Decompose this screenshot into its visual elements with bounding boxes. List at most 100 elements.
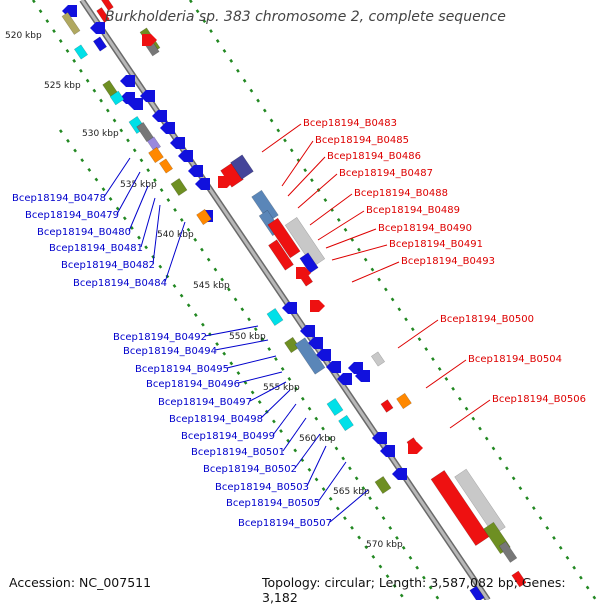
- gene-box: [396, 392, 412, 410]
- gene-box: [498, 541, 518, 563]
- kbp-tick-label: 530 kbp: [82, 129, 119, 139]
- forward-gene-label: Bcep18194_B0489: [366, 205, 460, 216]
- reverse-gene-arrow: [337, 373, 352, 385]
- reverse-gene-label: Bcep18194_B0492: [113, 332, 207, 343]
- reverse-gene-arrow: [308, 337, 323, 349]
- gene-box: [380, 399, 394, 413]
- reverse-gene-leader: [103, 157, 131, 198]
- reverse-gene-arrow: [178, 150, 193, 162]
- gene-box: [284, 217, 326, 267]
- reverse-gene-label: Bcep18194_B0479: [25, 210, 119, 221]
- reverse-gene-label: Bcep18194_B0503: [215, 482, 309, 493]
- forward-gene-leader: [281, 140, 314, 187]
- gene-box: [284, 336, 300, 354]
- reverse-gene-leader: [140, 197, 156, 248]
- reverse-gene-label: Bcep18194_B0494: [123, 346, 217, 357]
- reverse-gene-arrow: [90, 22, 105, 34]
- gene-box: [266, 308, 284, 326]
- reverse-gene-arrow: [392, 468, 407, 480]
- gene-box: [268, 239, 294, 271]
- gene-box: [230, 154, 254, 180]
- reverse-gene-leader: [260, 389, 291, 419]
- reverse-gene-leader: [164, 221, 186, 283]
- reverse-gene-leader: [204, 325, 259, 337]
- forward-gene-leader: [397, 319, 439, 349]
- kbp-tick-label: 565 kbp: [333, 487, 370, 497]
- gene-box: [338, 414, 354, 432]
- forward-gene-label: Bcep18194_B0490: [378, 223, 472, 234]
- reverse-gene-leader: [272, 403, 297, 436]
- reverse-gene-arrow: [128, 98, 143, 110]
- kbp-tick-label: 555 kbp: [263, 383, 300, 393]
- gene-box: [251, 189, 279, 223]
- forward-gene-arrow: [142, 34, 157, 46]
- forward-gene-leader: [325, 228, 377, 249]
- reverse-gene-leader: [282, 417, 307, 452]
- forward-gene-arrow: [310, 300, 325, 312]
- forward-gene-leader: [425, 359, 467, 389]
- gene-box: [511, 570, 527, 588]
- reverse-gene-arrow: [348, 362, 363, 374]
- forward-gene-label: Bcep18194_B0483: [303, 118, 397, 129]
- reverse-gene-leader: [152, 204, 161, 265]
- forward-gene-label: Bcep18194_B0486: [327, 151, 421, 162]
- reverse-gene-label: Bcep18194_B0501: [191, 447, 285, 458]
- forward-gene-label: Bcep18194_B0485: [315, 135, 409, 146]
- reverse-gene-label: Bcep18194_B0499: [181, 431, 275, 442]
- forward-gene-arrow: [218, 176, 233, 188]
- map-title: Burkholderia sp. 383 chromosome 2, compl…: [105, 9, 506, 25]
- gene-box: [109, 90, 125, 106]
- reverse-gene-label: Bcep18194_B0496: [146, 379, 240, 390]
- dotted-track-0: [31, 0, 441, 600]
- reverse-gene-leader: [317, 461, 347, 503]
- gene-box: [170, 178, 188, 196]
- reverse-gene-leader: [128, 185, 149, 232]
- forward-gene-leader: [297, 173, 338, 209]
- reverse-gene-label: Bcep18194_B0505: [226, 498, 320, 509]
- gene-box: [370, 351, 386, 367]
- reverse-gene-arrow: [300, 325, 315, 337]
- reverse-gene-leader: [214, 339, 269, 351]
- reverse-gene-label: Bcep18194_B0497: [158, 397, 252, 408]
- reverse-gene-leader: [294, 433, 321, 469]
- topology-text: Topology: circular; Length: 3,587,082 bp…: [262, 575, 566, 605]
- gene-features: [61, 0, 527, 600]
- dotted-track-1: [188, 0, 598, 600]
- reverse-gene-label: Bcep18194_B0480: [37, 227, 131, 238]
- kbp-tick-label: 535 kbp: [120, 180, 157, 190]
- reverse-gene-arrow: [380, 445, 395, 457]
- accession-text: Accession: NC_007511: [9, 575, 152, 590]
- gene-box: [158, 158, 174, 174]
- gene-box: [92, 36, 108, 52]
- gene-box: [430, 470, 490, 546]
- forward-gene-leader: [317, 210, 365, 241]
- forward-gene-label: Bcep18194_B0493: [401, 256, 495, 267]
- reverse-gene-leader: [116, 171, 141, 215]
- forward-gene-leader: [261, 123, 302, 153]
- reverse-gene-arrow: [152, 110, 167, 122]
- dotted-tracks: [31, 0, 598, 600]
- forward-gene-label: Bcep18194_B0487: [339, 168, 433, 179]
- forward-gene-arrow: [296, 267, 311, 279]
- reverse-gene-label: Bcep18194_B0507: [238, 518, 332, 529]
- gene-box: [374, 476, 392, 494]
- gene-box: [299, 252, 319, 274]
- kbp-tick-label: 570 kbp: [366, 540, 403, 550]
- reverse-gene-arrow: [372, 432, 387, 444]
- kbp-tick-label: 545 kbp: [193, 281, 230, 291]
- reverse-gene-arrow: [326, 361, 341, 373]
- forward-gene-leader: [351, 261, 400, 283]
- reverse-gene-arrow: [188, 165, 203, 177]
- reverse-gene-arrow: [170, 137, 185, 149]
- kbp-tick-label: 560 kbp: [299, 434, 336, 444]
- reverse-gene-label: Bcep18194_B0498: [169, 414, 263, 425]
- kbp-tick-label: 550 kbp: [229, 332, 266, 342]
- reverse-gene-arrow: [282, 302, 297, 314]
- reverse-gene-label: Bcep18194_B0495: [135, 364, 229, 375]
- forward-gene-leader: [287, 156, 326, 197]
- reverse-gene-label: Bcep18194_B0482: [61, 260, 155, 271]
- reverse-gene-label: Bcep18194_B0502: [203, 464, 297, 475]
- reverse-gene-arrow: [140, 90, 155, 102]
